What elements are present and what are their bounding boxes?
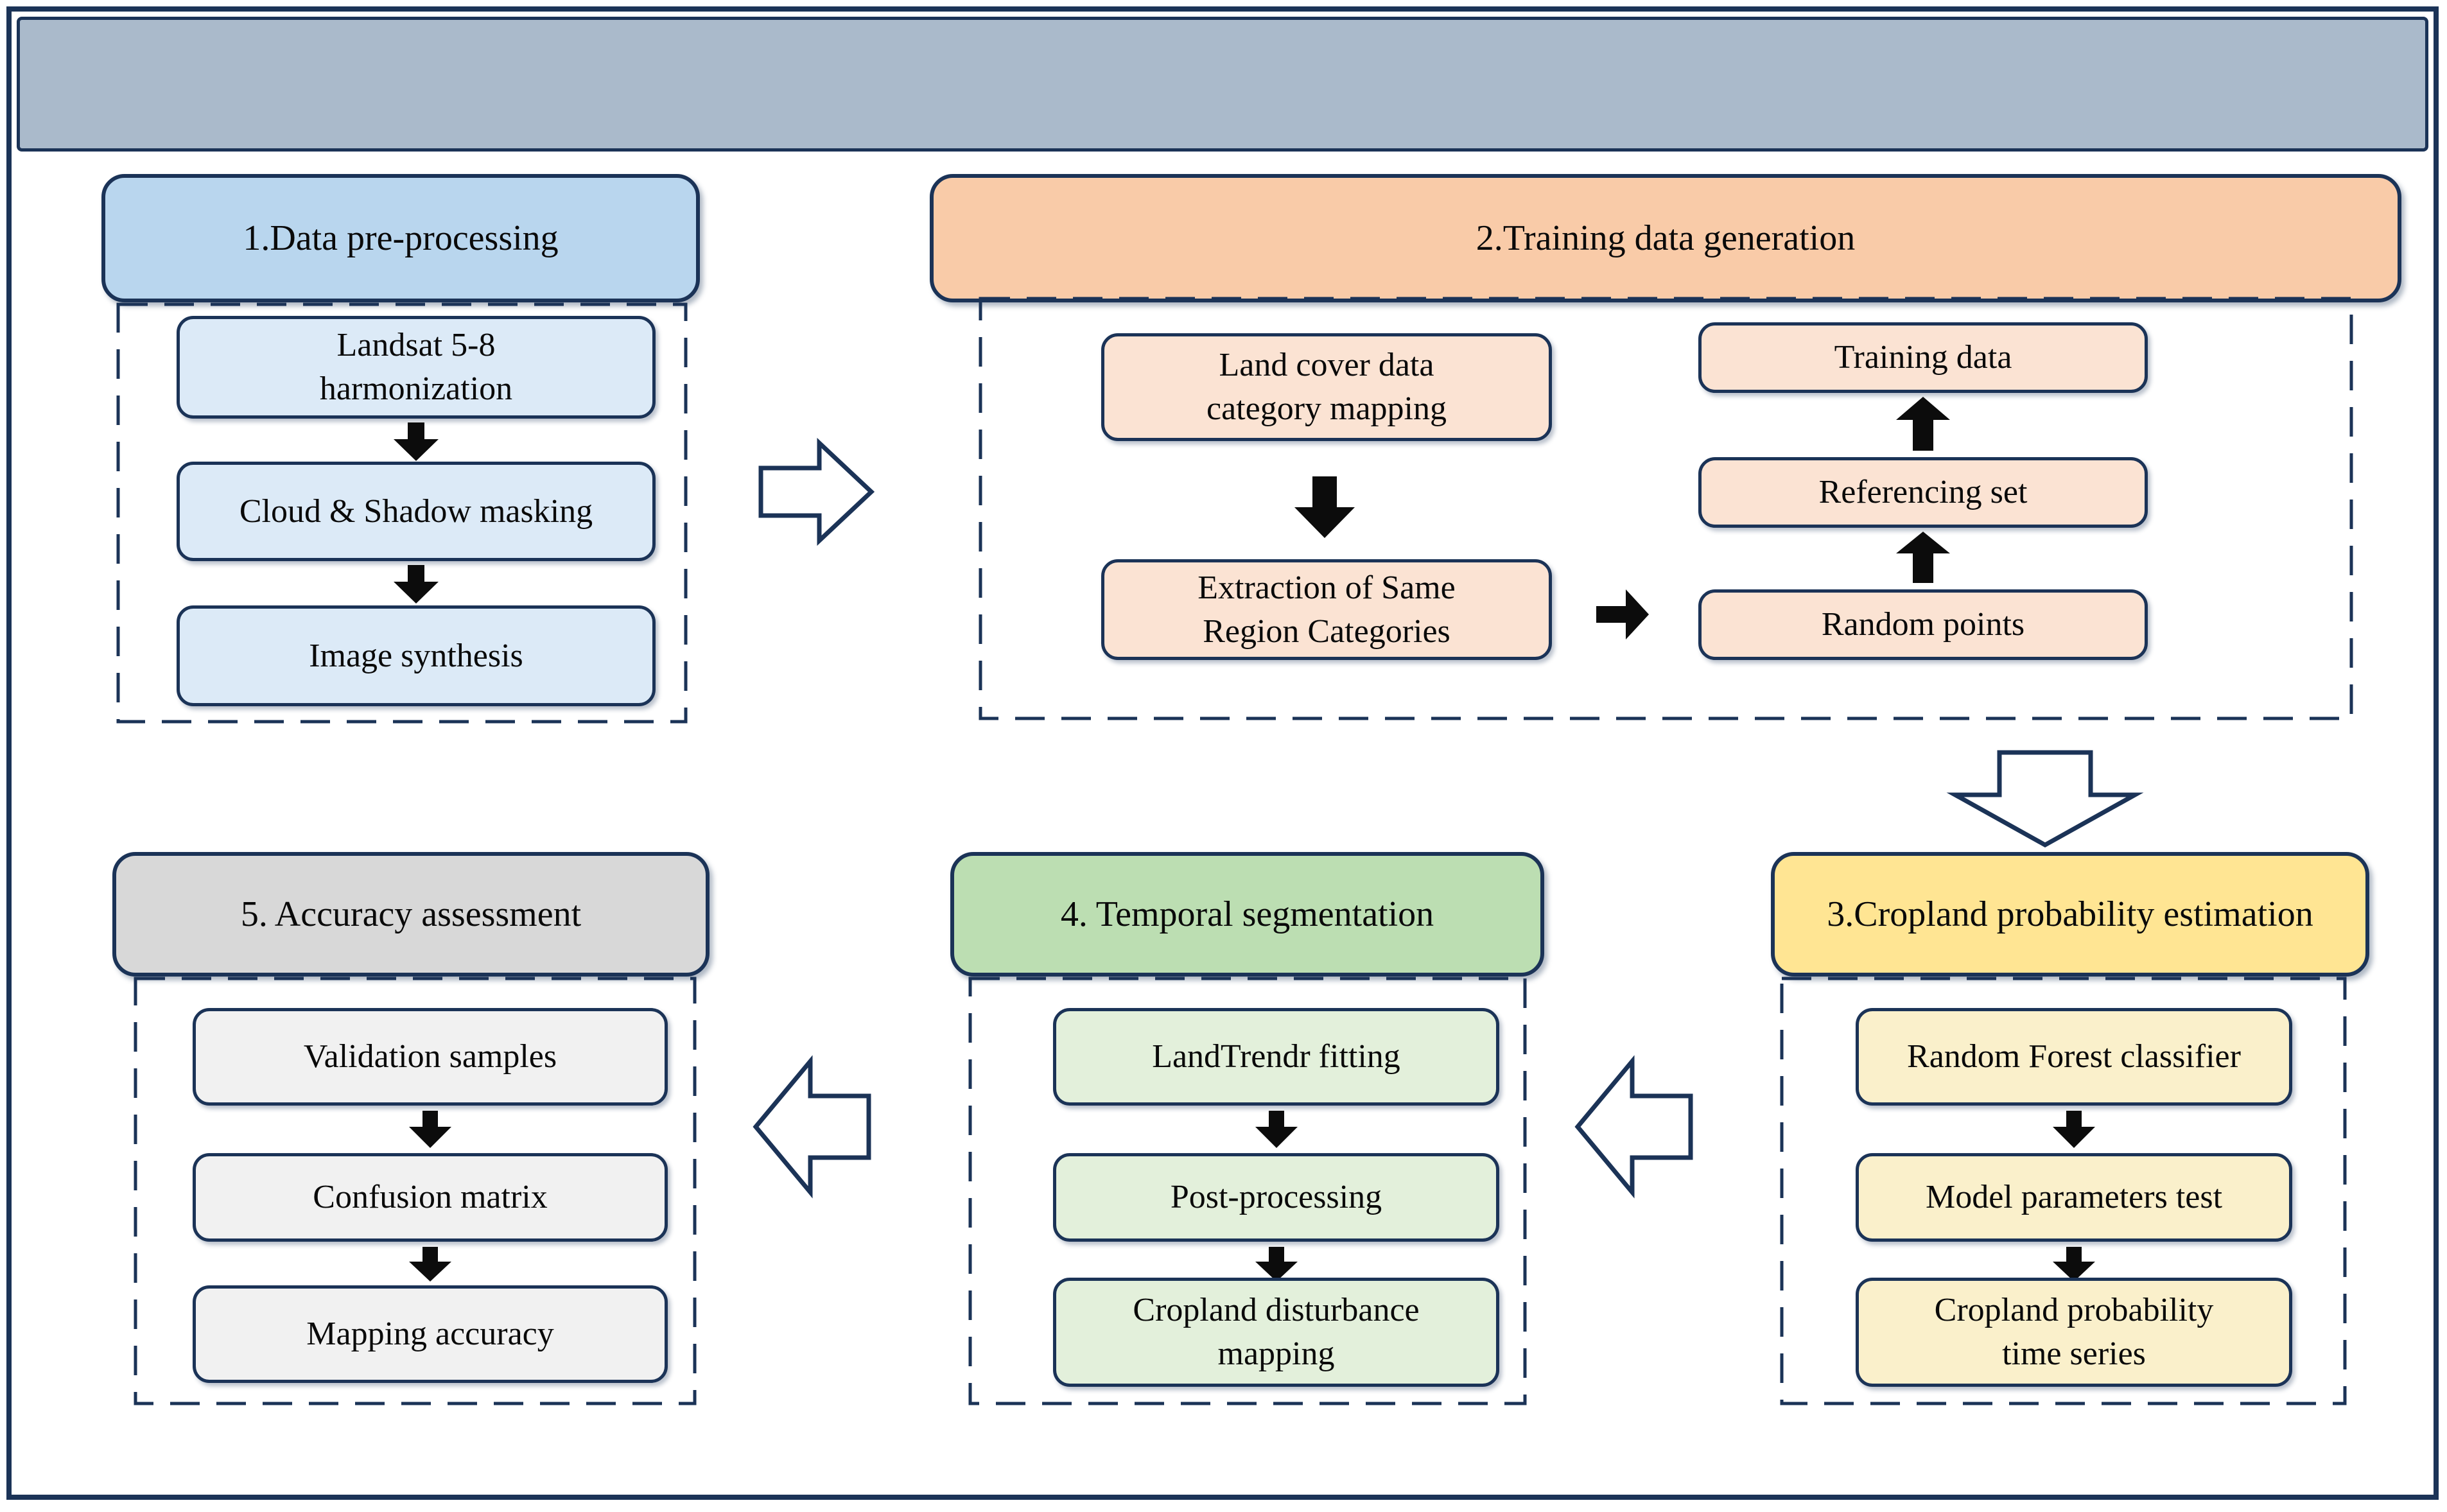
title-banner — [17, 17, 2428, 152]
box-label: Training data — [1834, 339, 2012, 376]
section-5-dashed-container — [134, 977, 697, 1405]
box-cropland-probability-time-series: Cropland probability time series — [1856, 1278, 2292, 1387]
box-label: Referencing set — [1818, 474, 2028, 511]
box-label: Cloud & Shadow masking — [239, 492, 593, 530]
down-arrow-icon — [1255, 1247, 1298, 1282]
box-label: Landsat 5-8 harmonization — [319, 327, 513, 407]
up-arrow-icon — [1896, 397, 1950, 451]
box-label: Cropland probability time series — [1934, 1292, 2214, 1372]
box-post-processing: Post-processing — [1053, 1153, 1499, 1242]
box-cropland-disturbance-mapping: Cropland disturbance mapping — [1053, 1278, 1499, 1387]
down-arrow-icon — [1294, 476, 1355, 538]
box-label: LandTrendr fitting — [1152, 1038, 1400, 1075]
box-label: Post-processing — [1170, 1179, 1382, 1216]
box-land-cover-category-mapping: Land cover data category mapping — [1101, 333, 1552, 441]
down-arrow-icon — [2053, 1111, 2095, 1148]
box-label: Land cover data category mapping — [1206, 347, 1447, 427]
section-2-dashed-container — [979, 297, 2353, 720]
down-arrow-icon — [1255, 1111, 1298, 1148]
down-arrow-icon — [409, 1247, 451, 1282]
box-cloud-shadow-masking: Cloud & Shadow masking — [177, 462, 656, 561]
box-landsat-harmonization: Landsat 5-8 harmonization — [177, 316, 656, 419]
down-arrow-icon — [394, 422, 439, 461]
down-arrow-icon — [409, 1111, 451, 1148]
box-label: Confusion matrix — [313, 1179, 548, 1216]
section-3-header: 3.Cropland probability estimation — [1771, 852, 2369, 977]
flow-arrow-right-icon — [758, 437, 875, 546]
box-image-synthesis: Image synthesis — [177, 605, 656, 706]
flow-arrow-left-icon — [753, 1055, 871, 1199]
box-label: Random points — [1821, 606, 2025, 643]
box-extraction-same-region-categories: Extraction of Same Region Categories — [1101, 559, 1552, 660]
section-2-header: 2.Training data generation — [930, 174, 2401, 302]
box-label: Validation samples — [303, 1038, 557, 1075]
box-random-forest-classifier: Random Forest classifier — [1856, 1008, 2292, 1106]
down-arrow-icon — [394, 565, 439, 604]
box-random-points: Random points — [1698, 589, 2148, 660]
section-4-header: 4. Temporal segmentation — [950, 852, 1544, 977]
box-label: Image synthesis — [309, 637, 523, 674]
up-arrow-icon — [1896, 532, 1950, 583]
section-3-title: 3.Cropland probability estimation — [1827, 894, 2313, 934]
section-3-dashed-container — [1780, 977, 2347, 1405]
flow-arrow-down-icon — [1946, 750, 2144, 848]
box-label: Mapping accuracy — [306, 1316, 554, 1353]
section-4-dashed-container — [968, 977, 1527, 1405]
box-validation-samples: Validation samples — [193, 1008, 668, 1106]
box-training-data: Training data — [1698, 322, 2148, 393]
box-label: Random Forest classifier — [1907, 1038, 2241, 1075]
right-arrow-icon — [1596, 589, 1649, 639]
box-confusion-matrix: Confusion matrix — [193, 1153, 668, 1242]
box-referencing-set: Referencing set — [1698, 457, 2148, 528]
section-5-header: 5. Accuracy assessment — [112, 852, 710, 977]
box-label: Model parameters test — [1925, 1179, 2223, 1216]
section-1-header: 1.Data pre-processing — [101, 174, 700, 302]
section-4-title: 4. Temporal segmentation — [1060, 894, 1434, 934]
outer-frame — [6, 6, 2439, 1500]
box-label: Extraction of Same Region Categories — [1197, 569, 1456, 650]
section-5-title: 5. Accuracy assessment — [240, 894, 582, 934]
section-1-dashed-container — [116, 302, 688, 724]
box-model-parameters-test: Model parameters test — [1856, 1153, 2292, 1242]
flow-arrow-left-icon — [1574, 1055, 1693, 1199]
box-label: Cropland disturbance mapping — [1133, 1292, 1420, 1372]
section-1-title: 1.Data pre-processing — [243, 218, 559, 258]
down-arrow-icon — [2053, 1247, 2095, 1282]
box-mapping-accuracy: Mapping accuracy — [193, 1285, 668, 1383]
box-landtrendr-fitting: LandTrendr fitting — [1053, 1008, 1499, 1106]
section-2-title: 2.Training data generation — [1476, 218, 1856, 258]
